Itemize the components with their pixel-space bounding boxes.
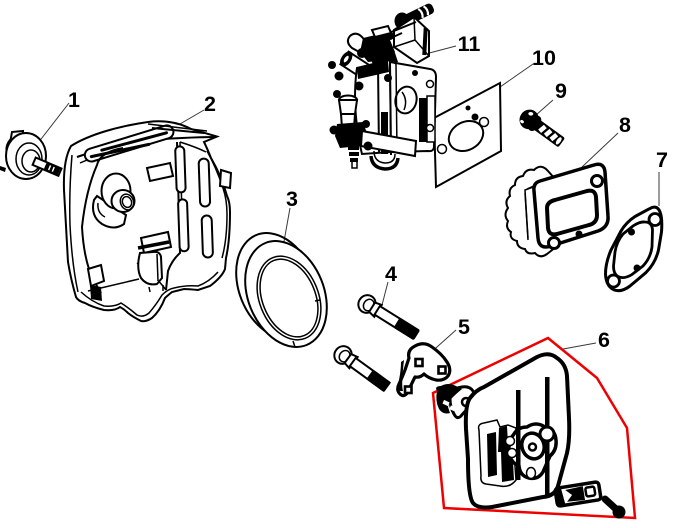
svg-text:1: 1 bbox=[68, 88, 80, 112]
svg-text:10: 10 bbox=[532, 46, 556, 70]
svg-text:3: 3 bbox=[286, 187, 298, 211]
svg-text:4: 4 bbox=[385, 262, 397, 286]
svg-text:7: 7 bbox=[656, 148, 668, 172]
svg-text:2: 2 bbox=[204, 92, 216, 116]
svg-text:6: 6 bbox=[598, 328, 610, 352]
svg-text:11: 11 bbox=[458, 32, 481, 56]
svg-text:5: 5 bbox=[458, 315, 470, 339]
svg-text:8: 8 bbox=[619, 113, 631, 137]
svg-text:9: 9 bbox=[555, 79, 567, 103]
